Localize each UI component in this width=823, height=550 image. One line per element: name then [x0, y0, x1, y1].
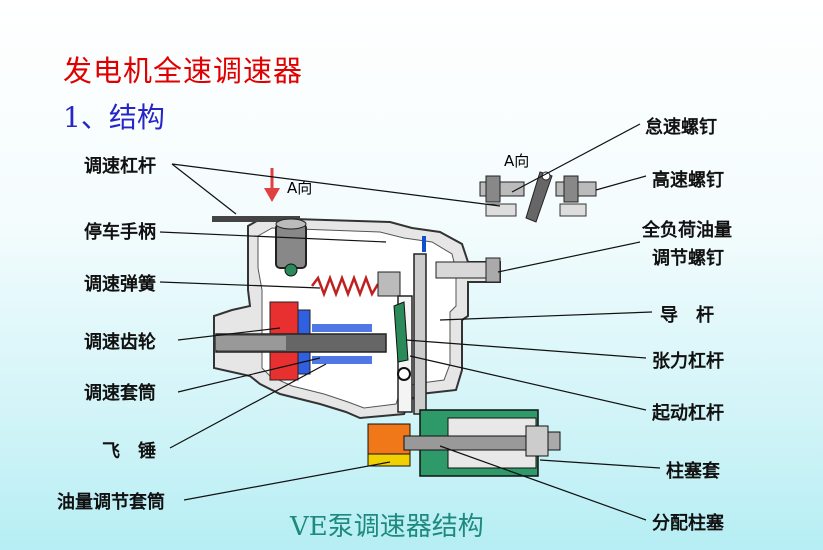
label-governor-spring: 调速弹簧	[84, 274, 156, 295]
label-governor-lever: 调速杠杆	[84, 156, 156, 177]
label-governor-gear: 调速齿轮	[84, 332, 156, 353]
label-stop-handle: 停车手柄	[84, 222, 156, 243]
page-title: 发电机全速调速器	[63, 54, 304, 88]
diagram-caption: VE泵调速器结构	[290, 512, 484, 542]
stop-handle	[212, 216, 307, 277]
pump-body	[367, 409, 561, 477]
direction-label: A向	[287, 179, 312, 197]
label-control-sleeve: 油量调节套筒	[57, 492, 165, 513]
governor-housing	[213, 216, 501, 420]
governor-gear	[215, 301, 387, 381]
a-view-inset: A向	[479, 152, 597, 223]
label-full-load-screw-1: 全负荷油量	[642, 220, 732, 241]
governor-spring	[311, 271, 401, 298]
label-idle-screw: 怠速螺钉	[645, 117, 717, 138]
view-direction-arrow: A向	[264, 168, 312, 202]
section-heading: 1、结构	[63, 101, 165, 134]
label-full-load-screw-2: 调节螺钉	[652, 248, 724, 269]
lever-assembly	[393, 236, 501, 415]
label-distributor-plunger: 分配柱塞	[652, 513, 724, 534]
label-flyweight: 飞 锤	[102, 441, 156, 462]
label-governor-sleeve: 调速套筒	[84, 383, 156, 404]
label-plunger-barrel: 柱塞套	[666, 461, 720, 482]
label-starting-lever: 起动杠杆	[652, 403, 724, 424]
label-tensioning-lever: 张力杠杆	[652, 351, 724, 372]
direction-label-small: A向	[504, 152, 529, 170]
leader-lines	[159, 123, 661, 521]
label-guide-pin: 导 杆	[660, 305, 714, 326]
label-high-speed-screw: 高速螺钉	[652, 170, 724, 191]
